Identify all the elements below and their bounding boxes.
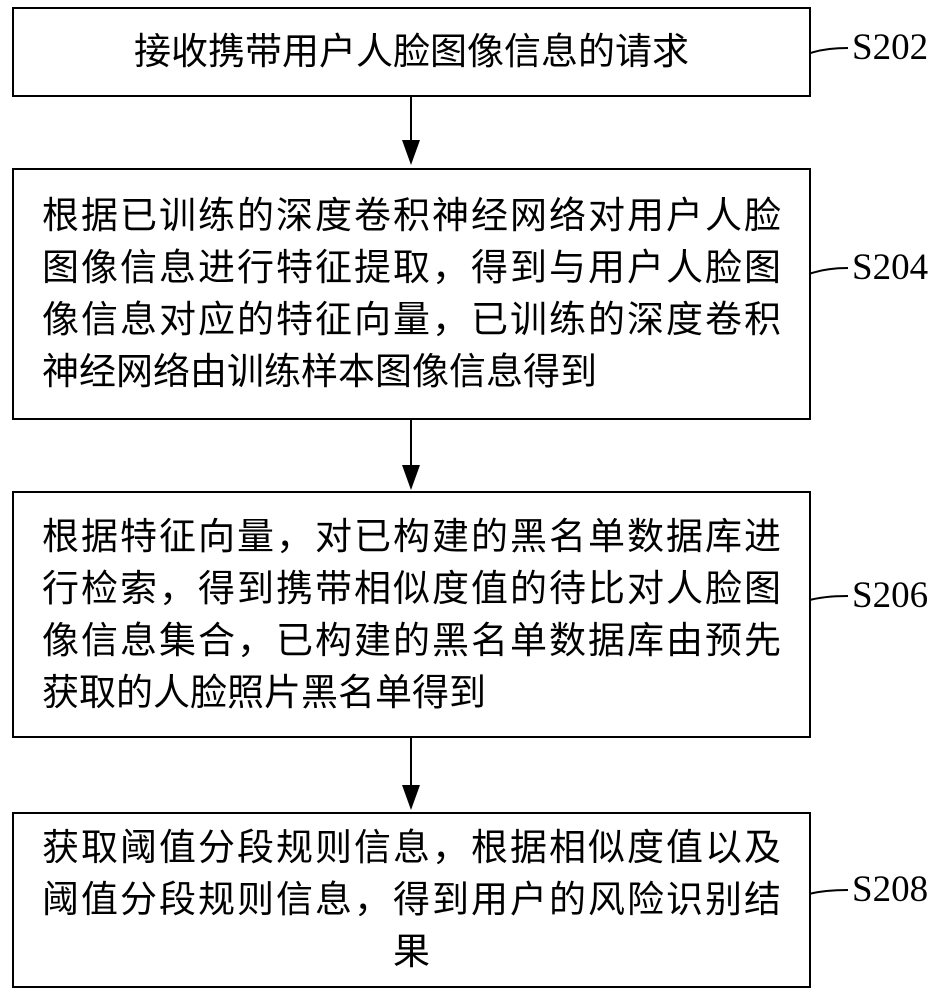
step-box-s206: 根据特征向量，对已构建的黑名单数据库进行检索，得到携带相似度值的待比对人脸图像信… xyxy=(12,491,811,738)
step-text-s206: 根据特征向量，对已构建的黑名单数据库进行检索，得到携带相似度值的待比对人脸图像信… xyxy=(42,514,781,714)
step-box-s204: 根据已训练的深度卷积神经网络对用户人脸图像信息进行特征提取，得到与用户人脸图像信… xyxy=(12,168,811,420)
arrow-s202-to-s204 xyxy=(402,97,420,165)
step-box-s202: 接收携带用户人脸图像信息的请求 xyxy=(12,7,811,97)
step-label-s206: S206 xyxy=(852,575,929,616)
step-label-s204: S204 xyxy=(852,247,929,288)
arrow-s204-to-s206 xyxy=(402,420,420,490)
step-text-s202: 接收携带用户人脸图像信息的请求 xyxy=(134,30,689,73)
step-box-s208: 获取阈值分段规则信息，根据相似度值以及阈值分段规则信息，得到用户的风险识别结果 xyxy=(12,812,811,988)
step-text-s208: 获取阈值分段规则信息，根据相似度值以及阈值分段规则信息，得到用户的风险识别结果 xyxy=(42,826,781,973)
step-label-s208: S208 xyxy=(852,869,929,910)
step-text-s204: 根据已训练的深度卷积神经网络对用户人脸图像信息进行特征提取，得到与用户人脸图像信… xyxy=(42,194,781,393)
arrow-s206-to-s208 xyxy=(402,738,420,810)
step-label-s202: S202 xyxy=(852,27,929,68)
